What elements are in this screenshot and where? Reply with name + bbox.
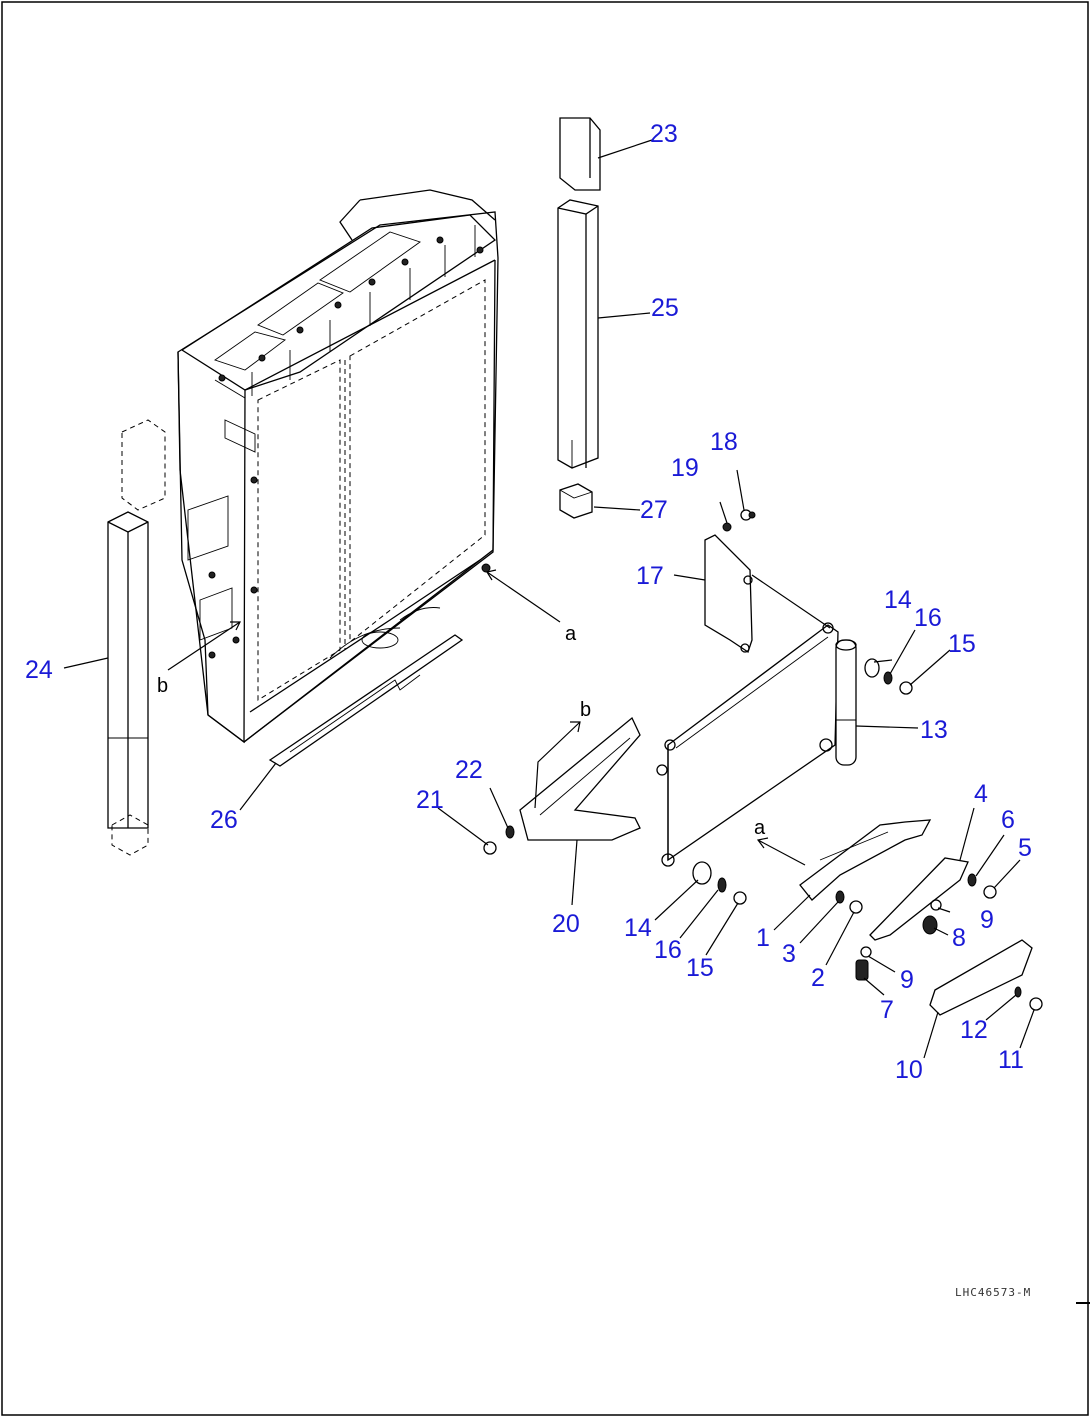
ref-label-b-frame: b [157, 675, 168, 697]
part-8-spring [922, 915, 938, 935]
part-9-washer-lower [860, 946, 872, 958]
callout-14-lower: 14 [624, 914, 652, 942]
part-18-bolt [740, 509, 756, 521]
part-3-washer [835, 890, 845, 904]
part-12-washer [1014, 986, 1022, 998]
callout-16-right: 16 [914, 604, 942, 632]
ref-arrow-b-bracket [534, 721, 581, 809]
callout-5: 5 [1018, 834, 1032, 862]
part-21-bolt [483, 841, 497, 855]
callout-10: 10 [895, 1056, 923, 1084]
callout-9-upper: 9 [980, 906, 994, 934]
callout-25: 25 [651, 294, 679, 322]
ref-label-b-bracket: b [580, 699, 591, 721]
part-4-bracket [869, 857, 969, 941]
part-24-block [111, 814, 149, 856]
leader-lines [63, 139, 1035, 1059]
callout-11: 11 [998, 1046, 1024, 1074]
part-24-seal [107, 511, 149, 829]
part-16-washer-right [883, 671, 893, 685]
part-11-bolt [1029, 997, 1043, 1011]
callout-12: 12 [960, 1016, 988, 1044]
part-17-bracket [704, 534, 753, 654]
ref-label-a-bracket: a [754, 817, 766, 839]
callout-6: 6 [1001, 806, 1015, 834]
callout-27: 27 [640, 496, 668, 524]
part-10-plate [929, 939, 1033, 1016]
callout-2: 2 [811, 964, 825, 992]
callout-1: 1 [756, 924, 770, 952]
callout-9-lower: 9 [900, 966, 914, 994]
callout-20: 20 [552, 910, 580, 938]
part-16-washer-lower [717, 877, 727, 893]
part-25-seal [557, 199, 599, 469]
callout-22: 22 [455, 756, 483, 784]
part-1-bracket [799, 819, 932, 901]
part-19-washer [722, 522, 732, 532]
callout-14-right: 14 [884, 586, 912, 614]
part-27-block [559, 483, 593, 519]
callout-23: 23 [650, 120, 678, 148]
part-24-cap-dashed [121, 419, 166, 511]
drawing-code: LHC46573-M [955, 1286, 1031, 1299]
callout-17: 17 [636, 562, 664, 590]
callout-16-lower: 16 [654, 936, 682, 964]
part-22-washer [505, 825, 515, 839]
callout-3: 3 [782, 940, 796, 968]
callout-4: 4 [974, 780, 988, 808]
part-15-bolt-lower [733, 891, 747, 905]
part-23-cap [559, 117, 601, 191]
ref-arrow-a-bracket [756, 837, 806, 866]
part-7-spring [855, 959, 869, 981]
ref-label-a-frame: a [565, 623, 577, 645]
callout-21: 21 [416, 786, 444, 814]
part-2-bolt [849, 900, 863, 914]
part-26-strip [268, 634, 464, 767]
callout-18: 18 [710, 428, 738, 456]
callout-13: 13 [920, 716, 948, 744]
callout-15-lower: 15 [686, 954, 714, 982]
part-20-bracket [519, 716, 641, 841]
part-13-condenser [656, 622, 857, 867]
callout-26: 26 [210, 806, 238, 834]
part-6-washer [967, 873, 977, 887]
callout-24: 24 [25, 656, 53, 684]
ref-arrow-b-frame [167, 621, 241, 671]
callout-8: 8 [952, 924, 966, 952]
callout-19: 19 [671, 454, 699, 482]
part-5-bolt [983, 885, 997, 899]
part-14-bushing-lower [692, 861, 712, 885]
radiator-frame [177, 189, 499, 744]
ref-arrow-a-frame [486, 569, 561, 623]
part-14-bushing-right [864, 658, 880, 678]
part-9-washer-upper [930, 899, 942, 911]
part-15-bolt-right [899, 681, 913, 695]
callout-15-right: 15 [948, 630, 976, 658]
callout-7: 7 [880, 996, 894, 1024]
